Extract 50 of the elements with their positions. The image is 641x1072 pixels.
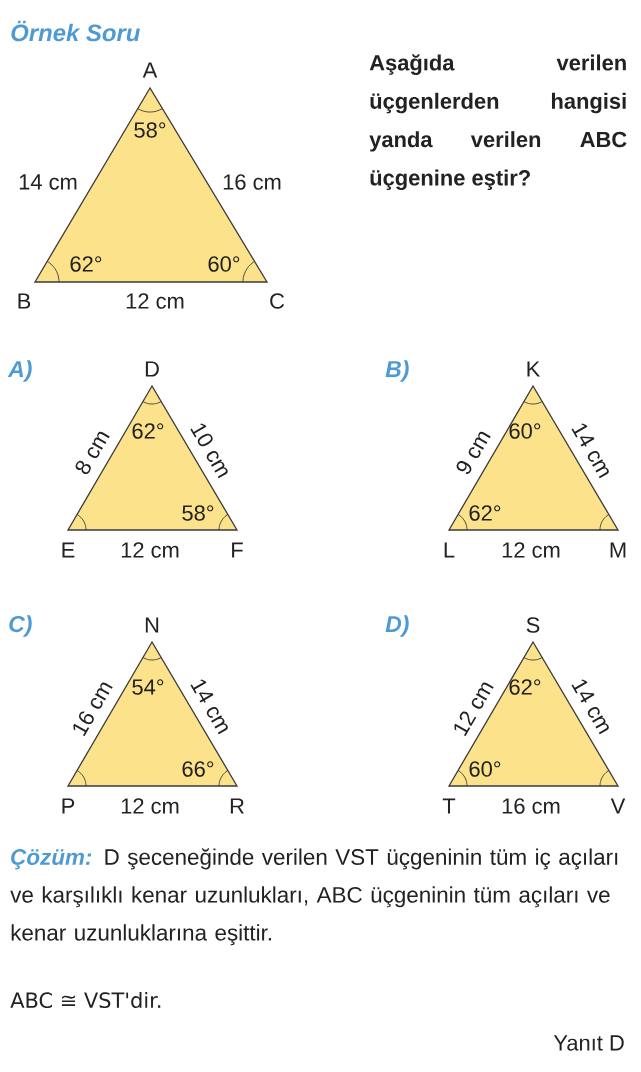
side-length: 16 cm [73,682,113,737]
angle-label: 60° [509,423,541,439]
side-length: 12 cm [121,798,179,814]
side-length: 14 cm [571,423,609,479]
option-letter: C) [9,615,32,637]
side-length: 14 cm [19,174,77,190]
answer-text: Yanıt D [553,1035,624,1051]
vertex-label: F [232,542,243,558]
side-length: 14 cm [571,679,609,735]
angle-label: 60° [208,256,240,272]
angle-label: 58° [134,122,166,138]
angle-label: 60° [469,761,501,777]
solution-text: Çözüm: D şeceneğinde verilen VST üçgeninin tüm iç açıları ve karşılıklı kenar uzunlukları, ABC üçgeninin tüm açıları ve kenar uzunluklarına eşittir. [10,848,618,946]
vertex-label: P [62,798,75,814]
vertex-label: K [527,361,541,377]
vertex-label: L [444,542,455,558]
side-length: 12 cm [454,682,494,737]
vertex-label: A [142,62,158,78]
option-letter: A) [7,360,32,382]
congruence-statement: ABC ≅ VST'dir. [10,991,161,1009]
vertex-label: B [18,293,31,309]
vertex-label: V [610,798,626,814]
vertex-label: R [230,798,244,814]
vertex-label: N [145,617,159,633]
side-length: 14 cm [190,679,228,735]
angle-label: 62° [132,423,164,439]
side-length: 8 cm [75,431,110,475]
side-length: 10 cm [190,423,228,479]
side-length: 16 cm [502,798,560,814]
question-text: Aşağıda verilen üçgenlerden hangisi yanda verilen ABC üçgenine eştir? [369,54,627,191]
side-length: 12 cm [126,293,184,309]
angle-label: 66° [182,761,214,777]
title: Örnek Soru [11,20,140,42]
option-letter: B) [385,360,409,382]
vertex-label: M [610,542,626,558]
angle-label: 62° [70,256,102,272]
angle-label: 54° [132,679,164,695]
vertex-label: S [526,617,540,633]
side-length: 12 cm [502,542,560,558]
angle-label: 62° [469,505,501,521]
vertex-label: E [62,542,75,558]
side-length: 16 cm [223,174,281,190]
angle-label: 62° [509,679,541,695]
side-length: 9 cm [456,431,491,474]
vertex-label: D [145,361,159,377]
angle-label: 58° [182,505,214,521]
vertex-label: T [442,798,456,814]
option-letter: D) [385,615,409,637]
side-length: 12 cm [121,542,179,558]
vertex-label: C [270,293,285,309]
